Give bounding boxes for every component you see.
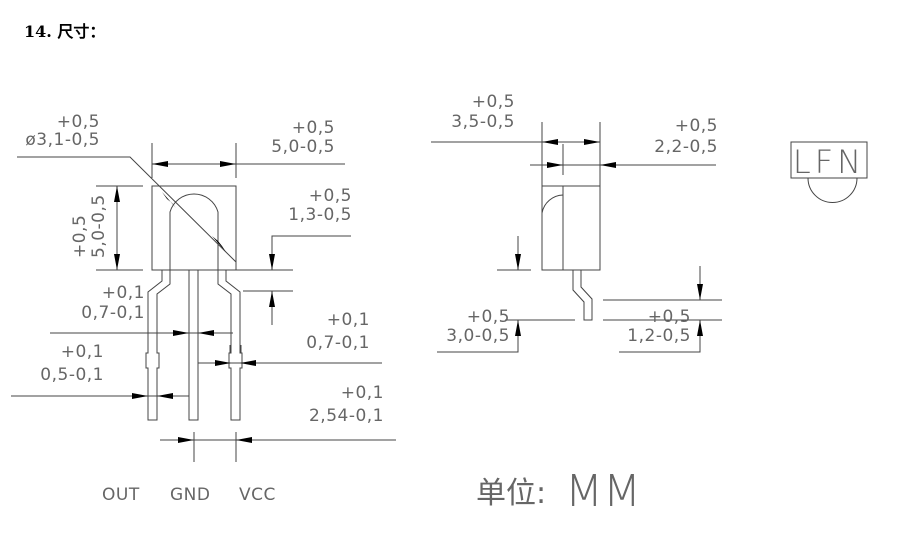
pitch-value: 2,54-0,1 (309, 406, 384, 426)
lens-depth-value: 2,2-0,5 (654, 137, 718, 157)
lens-depth-tol-plus: +0,5 (675, 116, 718, 136)
width-value: 5,0-0,5 (271, 137, 335, 157)
unit-label: 单位: (476, 476, 546, 511)
pin-label-gnd: GND (170, 485, 210, 505)
height-value: 5,0-0,5 (89, 194, 109, 258)
unit-value: MM (565, 466, 641, 517)
lead-length-value: 3,0-0,5 (446, 326, 510, 346)
lead-length-tol-plus: +0,5 (467, 307, 510, 327)
lead-offset-tol-plus: +0,5 (309, 186, 352, 206)
sensor-body-front (151, 185, 237, 271)
depth-value: 3,5-0,5 (451, 112, 515, 132)
lead-bend-tol-plus: +0,5 (648, 307, 691, 327)
lead-width-upper-value: 0,7-0,1 (81, 303, 145, 323)
height-tol-plus: +0,5 (70, 215, 90, 258)
lead-bend-value: 1,2-0,5 (627, 326, 691, 346)
lead-width-upper-tol-plus: +0,1 (102, 283, 145, 303)
diameter-value: ø3,1-0,5 (25, 130, 100, 150)
side-view (431, 122, 722, 353)
pin-label-out: OUT (102, 485, 140, 505)
front-view (11, 143, 396, 462)
section-title: 14. 尺寸： (24, 22, 106, 41)
diameter-leader (17, 156, 237, 263)
diameter-tol-plus: +0,5 (57, 112, 100, 132)
lead-width-right-tol-plus: +0,1 (327, 310, 370, 330)
width-tol-plus: +0,5 (292, 118, 335, 138)
marking-symbol: LFN (790, 141, 868, 203)
pitch-tol-plus: +0,1 (341, 383, 384, 403)
marking-text: LFN (793, 143, 865, 181)
lead-offset-value: 1,3-0,5 (288, 205, 352, 225)
leads (145, 270, 243, 421)
sensor-body-side (541, 185, 601, 271)
lead-width-right-value: 0,7-0,1 (306, 333, 370, 353)
lens-dome-front (169, 193, 219, 270)
pin-label-vcc: VCC (239, 485, 276, 505)
lead-width-lower-value: 0,5-0,1 (40, 365, 104, 385)
depth-tol-plus: +0,5 (472, 92, 515, 112)
lead-width-lower-tol-plus: +0,1 (61, 342, 104, 362)
